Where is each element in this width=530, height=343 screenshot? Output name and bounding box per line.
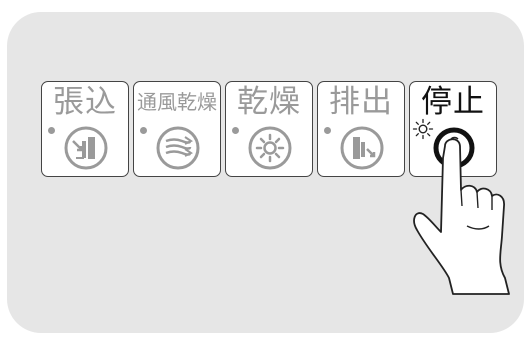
eject-led-icon <box>324 127 331 134</box>
eject-button[interactable]: 排出 <box>317 81 405 177</box>
stop-led-lit-icon <box>412 118 434 140</box>
dry-button-label: 乾燥 <box>237 84 301 120</box>
airflow-dry-button-label: 通風乾燥 <box>137 90 217 114</box>
airflow-icon <box>154 124 202 172</box>
airflow-dry-led-icon <box>140 127 147 134</box>
stop-button[interactable]: 停止 <box>409 81 497 177</box>
dry-button[interactable]: 乾燥 <box>225 81 313 177</box>
dry-led-icon <box>232 127 239 134</box>
sun-dry-icon <box>246 124 294 172</box>
stop-button-label: 停止 <box>421 84 485 120</box>
load-led-icon <box>48 127 55 134</box>
stop-ring-icon <box>430 124 478 172</box>
airflow-dry-button[interactable]: 通風乾燥 <box>133 81 221 177</box>
load-button[interactable]: 張込 <box>41 81 129 177</box>
load-button-label: 張込 <box>53 84 117 120</box>
insert-cassette-icon <box>62 124 110 172</box>
button-panel: 張込 通風乾燥 乾燥 <box>41 81 502 179</box>
eject-button-label: 排出 <box>329 84 393 120</box>
eject-cassette-icon <box>338 124 386 172</box>
